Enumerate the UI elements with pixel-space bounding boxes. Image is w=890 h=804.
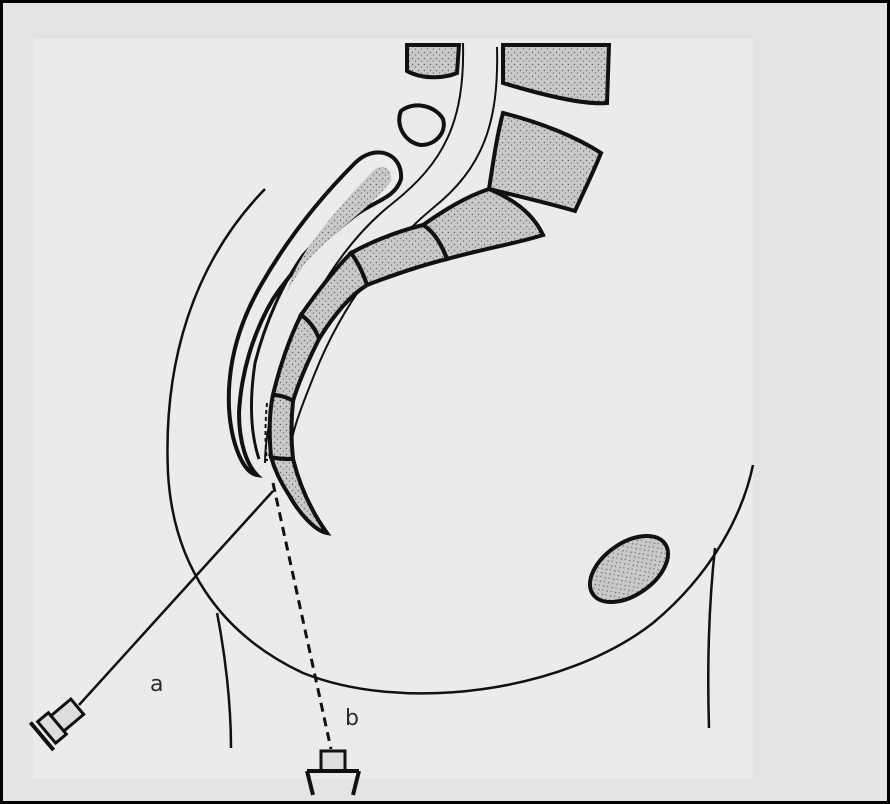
needle-b-label: b: [345, 706, 359, 731]
lumbar-vertebra-top-left: [407, 45, 459, 77]
needle-a-label: a: [150, 672, 163, 697]
sacrum-s5: [270, 395, 293, 459]
sacrococcygeal-diagram: a b: [3, 3, 887, 801]
inner-panel: [33, 39, 753, 779]
spinous-process: [399, 105, 444, 145]
